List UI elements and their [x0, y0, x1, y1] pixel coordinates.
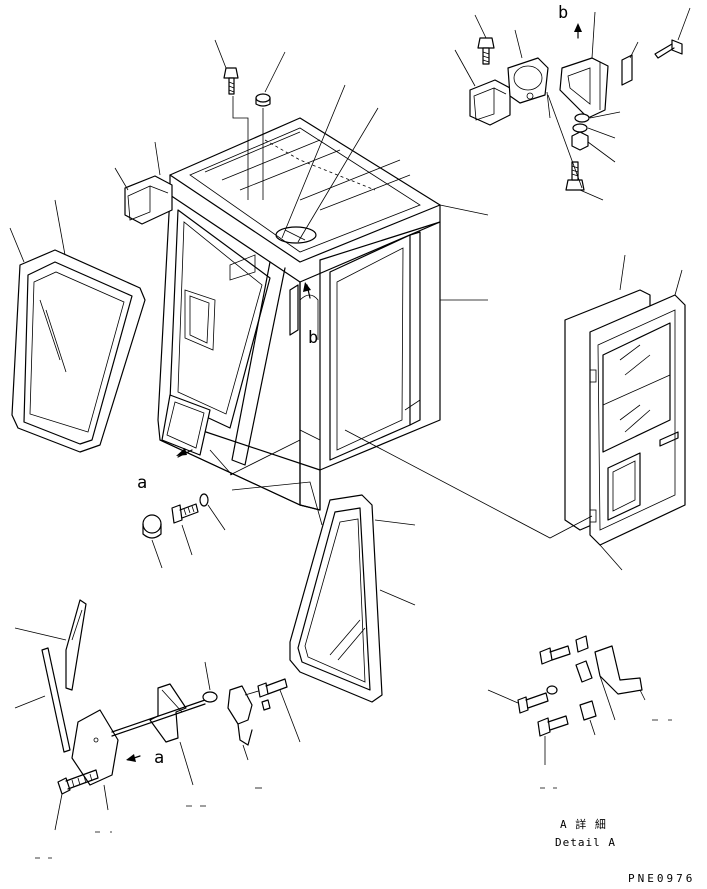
detail-label-jp: A 詳 細	[560, 817, 607, 831]
roof-cap	[255, 93, 271, 107]
callout-a-bottom: a	[154, 748, 164, 768]
leader-lines	[9, 7, 691, 831]
wiper-assembly	[41, 599, 288, 795]
cab-body	[157, 117, 441, 511]
detail-label-en: Detail A	[555, 836, 616, 849]
cap-and-bolt-parts	[142, 493, 209, 539]
small-front-window	[161, 394, 211, 456]
left-side-window	[11, 249, 146, 453]
top-light-assembly	[469, 37, 683, 191]
roof-work-light	[124, 175, 173, 225]
callout-a-top: a	[137, 473, 147, 493]
drawing-code: PNE0976	[628, 872, 695, 884]
callout-arrows	[126, 23, 582, 762]
callout-b-mid: b	[308, 328, 318, 348]
callout-b-top: b	[558, 3, 568, 23]
roof-bolt	[223, 67, 239, 95]
dash-marks	[35, 719, 672, 859]
detail-a-parts	[517, 635, 643, 737]
front-lower-window	[289, 494, 383, 703]
cab-door	[564, 289, 686, 546]
